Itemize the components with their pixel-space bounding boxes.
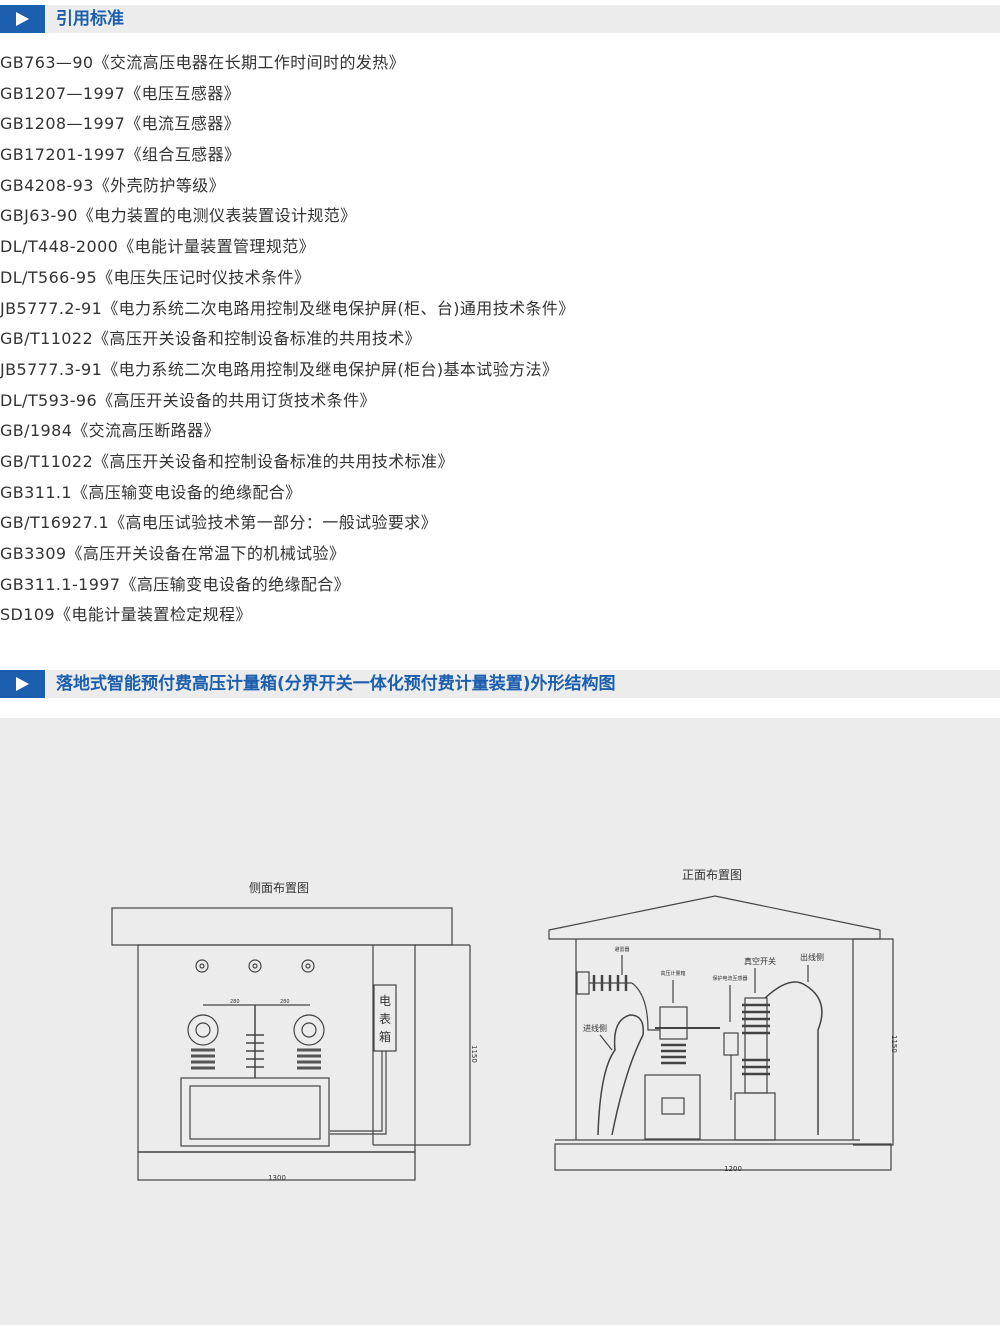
list-item: JB5777.3-91《电力系统二次电路用控制及继电保护屏(柜台)基本试验方法》 [0,359,559,379]
list-item: JB5777.2-91《电力系统二次电路用控制及继电保护屏(柜、台)通用技术条件… [0,298,575,318]
arrester-label: 避雷器 [614,946,629,953]
play-icon [0,670,45,698]
side-width-dim: 1300 [268,1174,286,1182]
outgoing-label: 出线侧 [800,952,824,962]
list-item: GB763—90《交流高压电器在长期工作时间时的发热》 [0,53,406,72]
list-item: GBJ63-90《电力装置的电测仪表装置设计规范》 [0,206,357,226]
side-view-drawing: 侧面布置图 1150 1300 电 表 箱 280 280 [111,881,478,1182]
play-icon [0,5,45,33]
section-title: 落地式智能预付费高压计量箱(分界开关一体化预付费计量装置)外形结构图 [56,674,616,694]
meter-box-label: 电 [379,994,391,1008]
list-item: GB4208-93《外壳防护等级》 [0,175,226,195]
protection-ct-label: 保护电流互感器 [712,975,747,982]
list-item: GB1207—1997《电压互感器》 [0,83,241,103]
side-height-dim: 1150 [470,1045,478,1063]
metering-box-label: 高压计量箱 [660,970,685,977]
standards-list: GB763—90《交流高压电器在长期工作时间时的发热》 GB1207—1997《… [0,50,575,633]
list-item: GB17201-1997《组合互感器》 [0,145,241,165]
meter-box-label: 箱 [379,1029,391,1044]
list-item: GB/T16927.1《高电压试验技术第一部分：一般试验要求》 [0,513,438,533]
front-view-title: 正面布置图 [682,868,742,882]
structure-diagram: 侧面布置图 1150 1300 电 表 箱 280 280 [0,718,1000,1325]
dim-label: 280 [230,999,240,1005]
list-item: GB3309《高压开关设备在常温下的机械试验》 [0,544,346,563]
list-item: GB/T11022《高压开关设备和控制设备标准的共用技术标准》 [0,451,454,471]
dim-label: 280 [280,999,290,1005]
list-item: GB311.1-1997《高压输变电设备的绝缘配合》 [0,574,351,594]
front-height-dim: 1150 [890,1035,898,1053]
section-header-standards: 引用标准 [0,5,1000,33]
section-header-structure: 落地式智能预付费高压计量箱(分界开关一体化预付费计量装置)外形结构图 [0,670,1000,698]
side-view-title: 侧面布置图 [249,881,309,895]
list-item: GB/T11022《高压开关设备和控制设备标准的共用技术》 [0,329,422,349]
meter-box-label: 表 [379,1012,391,1026]
list-item: DL/T448-2000《电能计量装置管理规范》 [0,237,316,257]
list-item: SD109《电能计量装置检定规程》 [0,605,252,625]
list-item: GB311.1《高压输变电设备的绝缘配合》 [0,482,302,502]
vacuum-switch-label: 真空开关 [744,956,776,966]
list-item: DL/T566-95《电压失压记时仪技术条件》 [0,267,311,287]
section-title: 引用标准 [56,9,124,29]
front-view-drawing: 正面布置图 1150 1200 避雷器 进线侧 高压计量箱 保 [548,868,898,1173]
front-width-dim: 1200 [724,1165,742,1173]
list-item: GB/1984《交流高压断路器》 [0,421,220,441]
list-item: DL/T593-96《高压开关设备的共用订货技术条件》 [0,390,376,410]
incoming-label: 进线侧 [583,1023,607,1033]
list-item: GB1208—1997《电流互感器》 [0,114,241,134]
